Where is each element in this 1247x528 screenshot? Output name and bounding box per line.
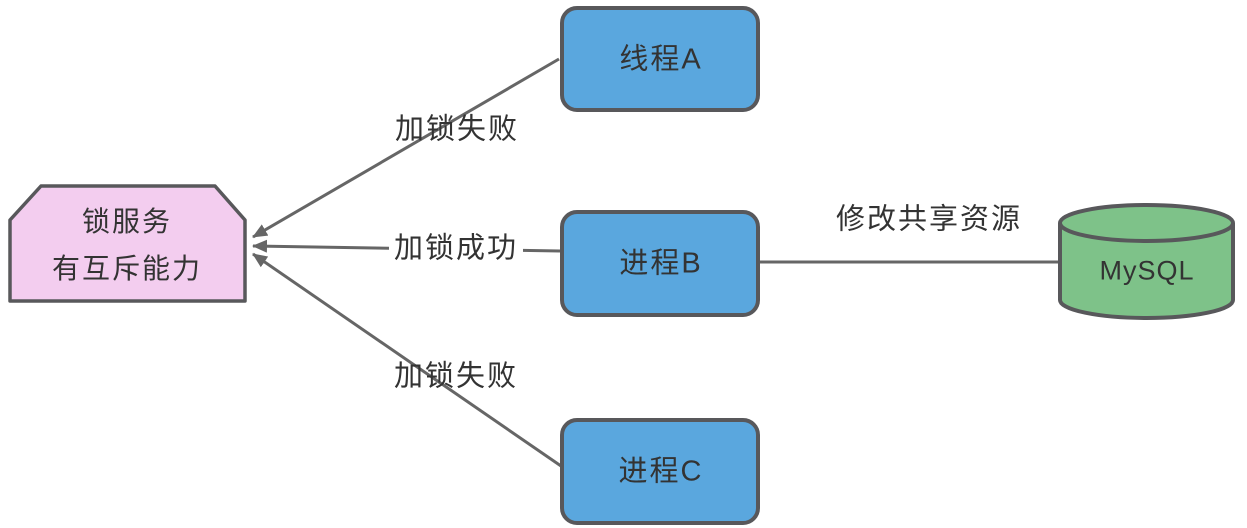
lock-service-title: 锁服务 [81,206,173,237]
lock-service-node-shape [8,184,247,303]
thread-a-node-shape [560,6,760,112]
mysql-cylinder-body [1058,223,1235,320]
mysql-cylinder-top [1058,203,1235,243]
process-c-node-shape [560,418,760,525]
process-b-label: 进程B [619,247,703,280]
edge-label-lock-success: 加锁成功 [388,232,524,266]
edge-label-lock-fail-bottom: 加锁失败 [393,360,519,393]
mysql-label: MySQL [1099,255,1195,286]
lock-service-subtitle: 有互斥能力 [51,253,203,284]
process-c-label: 进程C [618,455,704,488]
process-b-node-shape [560,210,760,317]
edge-label-modify-shared-resource: 修改共享资源 [835,203,1023,236]
edge-label-lock-fail-top: 加锁失败 [394,113,520,146]
mysql-cylinder-icon [1058,203,1235,320]
edge-process-c-to-lock [252,252,562,468]
thread-a-label: 线程A [619,43,703,76]
edge-thread-a-to-lock [252,57,560,239]
